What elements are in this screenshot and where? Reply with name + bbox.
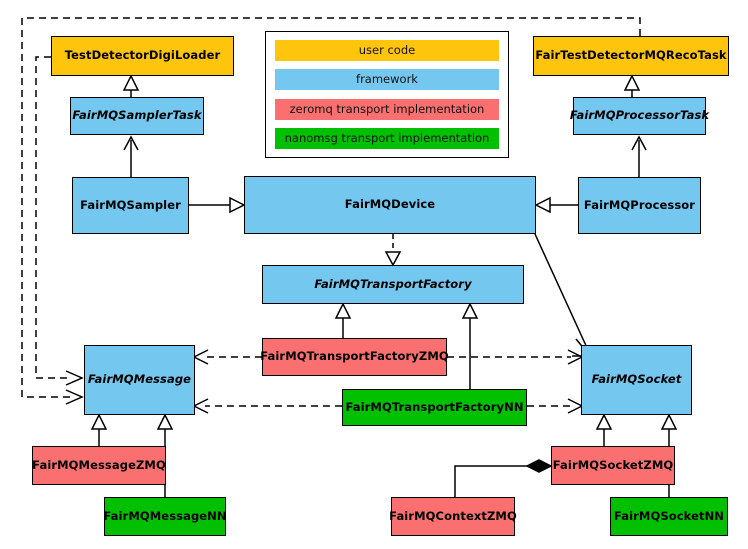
class-box-label: FairMQMessageZMQ (32, 457, 166, 472)
edge-tfnn-to-message (192, 398, 342, 414)
class-box-label: FairMQDevice (344, 197, 436, 212)
edge-processor-to-device (534, 196, 578, 214)
edge-processortask-to-recotask (623, 74, 641, 97)
edge-tfzmq-to-socket (447, 349, 584, 365)
edge-sampler-to-samplertask (123, 135, 139, 177)
class-box-label: FairMQSocketNN (613, 508, 725, 523)
class-box-label: FairMQProcessorTask (569, 108, 710, 123)
class-box-label: FairMQProcessor (583, 197, 696, 212)
edge-tfnn-to-transportfactory (461, 302, 479, 389)
edge-device-to-transportfactory (384, 234, 402, 267)
class-box-testdetectordigiloader[interactable]: TestDetectorDigiLoader (51, 36, 234, 76)
class-box-fairmqcontextzmq[interactable]: FairMQContextZMQ (389, 497, 517, 536)
category-legend: user code framework zeromq transport imp… (265, 31, 509, 158)
class-box-fairmqsocketnn[interactable]: FairMQSocketNN (610, 497, 728, 536)
edge-samplertask-to-digiloader (122, 74, 140, 97)
edge-messagezmq-to-message (90, 413, 108, 446)
legend-item-user-code: user code (275, 40, 499, 61)
class-box-label: FairMQMessageNN (103, 508, 227, 523)
class-box-fairmqtransportfactoryzmq[interactable]: FairMQTransportFactoryZMQ (260, 338, 449, 376)
class-box-label: FairMQSamplerTask (72, 108, 202, 123)
legend-item-nanomsg: nanomsg transport implementation (275, 127, 499, 149)
class-box-fairmqprocessor[interactable]: FairMQProcessor (578, 177, 701, 234)
class-box-label: FairMQSocketZMQ (552, 457, 674, 472)
edge-tfzmq-to-transportfactory (334, 302, 352, 338)
class-box-label: FairMQContextZMQ (389, 508, 517, 523)
class-box-label: FairMQTransportFactory (314, 276, 472, 291)
class-box-fairmqmessagenn[interactable]: FairMQMessageNN (103, 497, 227, 536)
edge-recotask-to-message (21, 17, 641, 405)
edge-digiloader-to-message (35, 56, 84, 386)
class-box-fairmqsocketzmq[interactable]: FairMQSocketZMQ (551, 446, 675, 485)
legend-item-framework: framework (275, 69, 499, 91)
class-box-fairmqmessage[interactable]: FairMQMessage (84, 345, 195, 415)
class-box-fairtestdetectormqrecotask[interactable]: FairTestDetectorMQRecoTask (533, 36, 729, 76)
edge-tfzmq-to-message (192, 349, 262, 365)
edge-socketzmq-to-socket (595, 413, 613, 446)
edge-tfnn-to-socket (527, 398, 584, 414)
class-box-label: FairMQTransportFactoryNN (345, 399, 524, 414)
class-box-fairmqsamplertask[interactable]: FairMQSamplerTask (70, 97, 204, 135)
class-box-fairmqtransportfactorynn[interactable]: FairMQTransportFactoryNN (342, 389, 527, 426)
edge-device-to-socket (534, 233, 592, 357)
class-box-fairmqsocket[interactable]: FairMQSocket (581, 345, 692, 415)
edge-processor-to-processortask (631, 135, 647, 177)
class-box-fairmqdevice[interactable]: FairMQDevice (244, 176, 536, 234)
class-box-label: FairMQSocket (591, 372, 682, 387)
edge-sampler-to-device (189, 196, 246, 214)
edge-contextzmq-to-socketzmq (454, 459, 553, 497)
class-box-label: FairTestDetectorMQRecoTask (535, 48, 727, 63)
class-box-fairmqprocessortask[interactable]: FairMQProcessorTask (569, 97, 710, 135)
class-box-fairmqtransportfactory[interactable]: FairMQTransportFactory (262, 265, 524, 304)
class-box-label: TestDetectorDigiLoader (64, 48, 221, 63)
class-box-label: FairMQTransportFactoryZMQ (260, 349, 449, 364)
legend-item-zeromq: zeromq transport implementation (275, 98, 499, 120)
class-box-fairmqsampler[interactable]: FairMQSampler (72, 177, 189, 234)
class-box-fairmqmessagezmq[interactable]: FairMQMessageZMQ (32, 446, 166, 485)
class-box-label: FairMQMessage (87, 372, 192, 387)
class-box-label: FairMQSampler (80, 197, 181, 212)
